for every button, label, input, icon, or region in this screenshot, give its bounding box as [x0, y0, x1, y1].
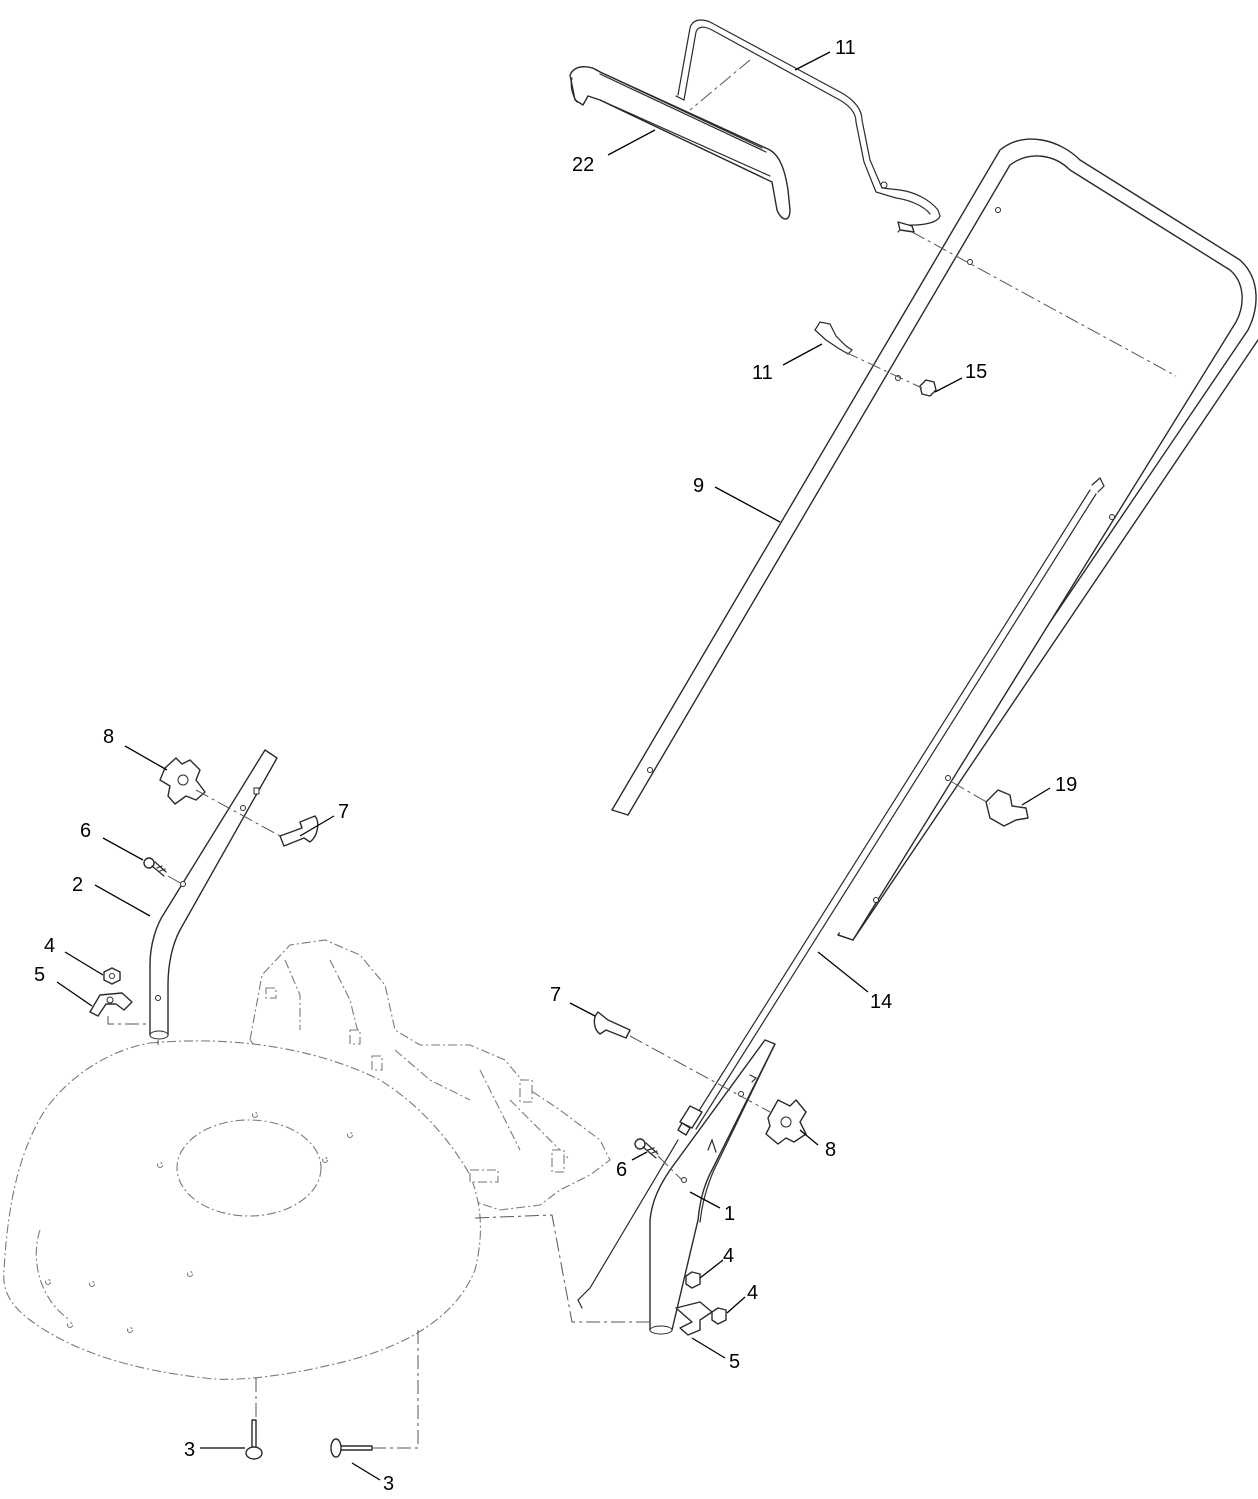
screw-6-left — [143, 857, 167, 877]
callout-3-left: 3 — [184, 1439, 195, 1461]
callout-1: 1 — [724, 1203, 735, 1225]
control-bar-11 — [675, 19, 941, 233]
screw-6-right — [634, 1138, 659, 1159]
cable-retainer-10 — [814, 321, 853, 355]
knob-8-right — [765, 1099, 807, 1145]
callout-4-right-upper: 4 — [723, 1245, 734, 1267]
nut-4-left — [103, 967, 121, 985]
callout-6-left: 6 — [80, 820, 91, 842]
control-cable-14 — [577, 477, 1105, 1309]
callout-8-left: 8 — [103, 726, 114, 748]
nut-15 — [919, 379, 937, 397]
callout-5-left: 5 — [34, 964, 45, 986]
callout-10: 11 — [752, 362, 773, 384]
callout-2: 2 — [72, 874, 83, 896]
callout-labels: 11 22 11 15 9 19 14 8 7 6 2 4 5 7 8 6 1 … — [34, 37, 1077, 1495]
cable-clip-19 — [985, 789, 1029, 827]
lower-handle-1 — [649, 1039, 776, 1335]
callout-14: 14 — [870, 991, 892, 1013]
callout-3-right: 3 — [383, 1473, 394, 1495]
callout-9: 9 — [693, 475, 704, 497]
callout-4-left: 4 — [44, 935, 55, 957]
bolt-3-left — [245, 1419, 263, 1460]
bolt-3-right — [330, 1438, 373, 1458]
leader-lines — [56, 51, 1051, 1481]
callout-22: 22 — [572, 154, 594, 176]
carriage-bolt-7-right — [593, 1011, 631, 1039]
carriage-bolt-7-left — [279, 815, 319, 847]
lower-handle-2 — [149, 749, 278, 1040]
grip-22 — [569, 66, 791, 220]
knob-8-left — [159, 757, 206, 805]
callout-6-right: 6 — [616, 1159, 627, 1181]
callout-7-left: 7 — [338, 801, 349, 823]
nut-4-right-upper — [685, 1271, 701, 1289]
assembly-centerlines — [107, 59, 1177, 1449]
callout-5-right: 5 — [729, 1351, 740, 1373]
upper-handle-9 — [611, 138, 1258, 941]
callout-15: 15 — [965, 361, 987, 383]
clip-5-right — [675, 1301, 713, 1336]
callout-19: 19 — [1055, 774, 1077, 796]
clip-5-left — [89, 992, 133, 1017]
callout-4-right-lower: 4 — [747, 1282, 758, 1304]
callout-7-right: 7 — [550, 984, 561, 1006]
callout-11: 11 — [835, 37, 856, 59]
callout-8-right: 8 — [825, 1139, 836, 1161]
nut-4-right-lower — [711, 1307, 727, 1325]
mower-deck-phantom — [3, 939, 611, 1380]
